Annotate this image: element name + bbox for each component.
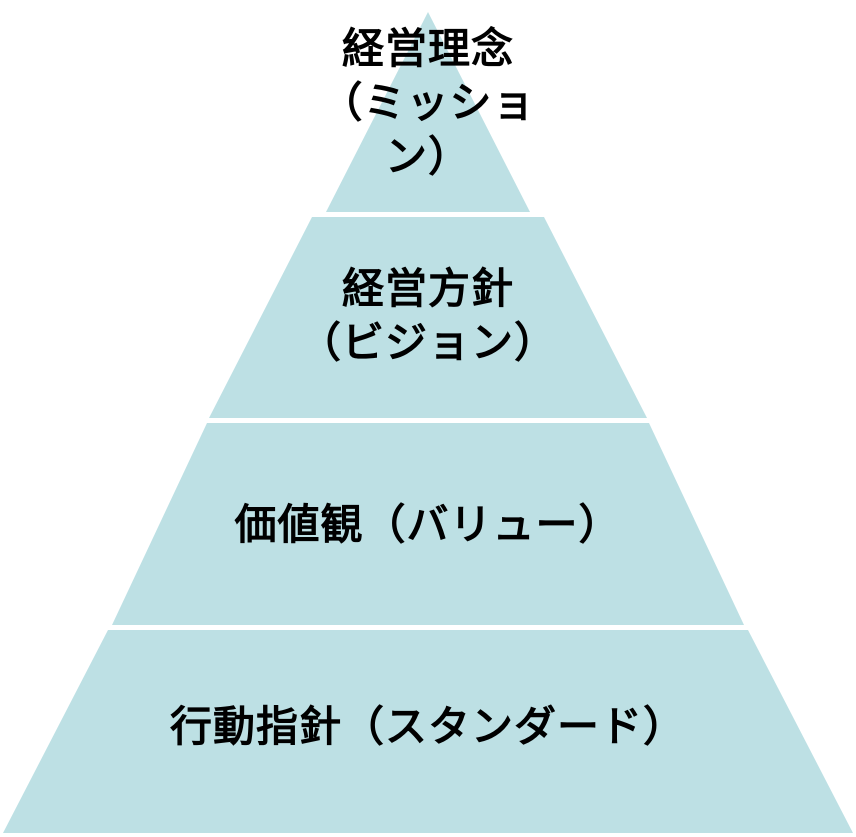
tier-3-label-line1: 価値観（バリュー） xyxy=(234,500,622,549)
tier-1-label-line3: ン） xyxy=(384,132,471,181)
tier-2-vision xyxy=(209,217,647,418)
tier-4-label: 行動指針（スタンダード） xyxy=(0,700,856,754)
tier-1-label: 経営理念 （ミッショ ン） xyxy=(0,22,856,184)
tier-1-label-line1: 経営理念 xyxy=(341,24,514,73)
tier-1-label-line2: （ミッショ xyxy=(320,78,536,127)
tier-2-label-line1: 経営方針 xyxy=(341,264,514,313)
tier-1-mission xyxy=(326,12,530,212)
tier-2-label: 経営方針 （ビジョン） xyxy=(0,262,856,370)
tier-3-label: 価値観（バリュー） xyxy=(0,498,856,552)
tier-2-label-line2: （ビジョン） xyxy=(298,318,557,367)
tier-4-standards xyxy=(3,630,853,833)
tier-3-values xyxy=(112,423,744,625)
tier-4-label-line1: 行動指針（スタンダード） xyxy=(169,702,686,751)
